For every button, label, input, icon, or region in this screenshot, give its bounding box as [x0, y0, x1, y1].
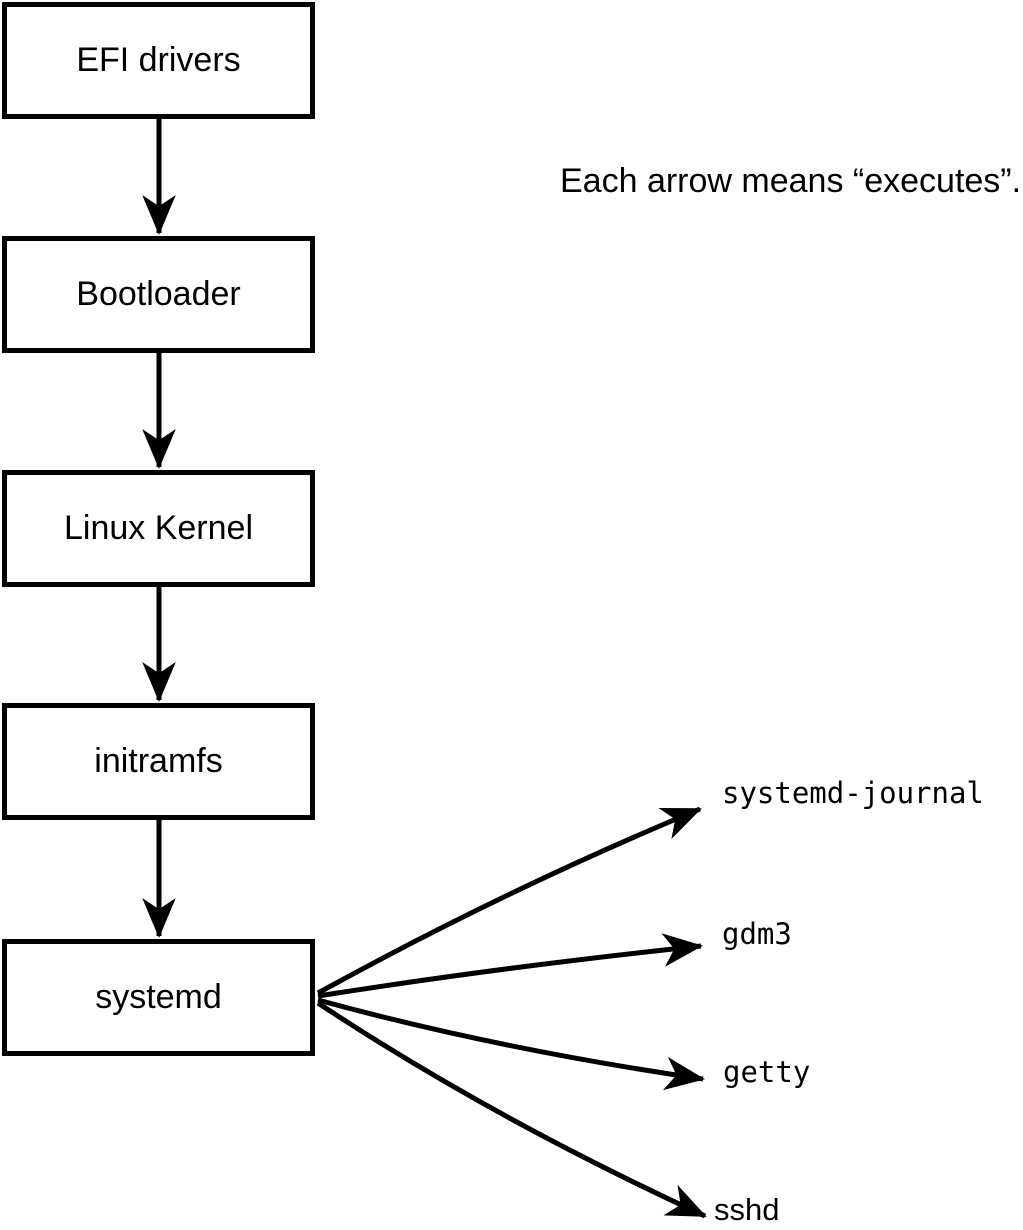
node-label: systemd — [95, 978, 222, 1016]
node-label: Linux Kernel — [63, 509, 253, 547]
node-linux-kernel: Linux Kernel — [2, 470, 315, 587]
node-label: initramfs — [94, 742, 223, 780]
branch-label-getty: getty — [723, 1055, 811, 1089]
node-bootloader: Bootloader — [2, 236, 315, 353]
node-label: Bootloader — [76, 275, 241, 313]
node-systemd: systemd — [2, 939, 315, 1056]
branch-label-sshd: sshd — [714, 1192, 780, 1227]
executes-arrow-systemd-to-gdm3 — [317, 933, 703, 999]
executes-arrow-systemd-to-getty — [317, 997, 705, 1091]
legend-note: Each arrow means “executes”. — [560, 162, 1022, 200]
node-initramfs: initramfs — [2, 703, 315, 820]
executes-arrow-systemd-to-journal — [316, 806, 702, 996]
executes-arrow-systemd-to-sshd — [316, 1000, 707, 1219]
node-efi-drivers: EFI drivers — [2, 2, 315, 119]
node-label: EFI drivers — [76, 41, 241, 79]
branch-label-systemd-journal: systemd-journal — [722, 776, 984, 810]
branch-label-gdm3: gdm3 — [722, 917, 792, 951]
